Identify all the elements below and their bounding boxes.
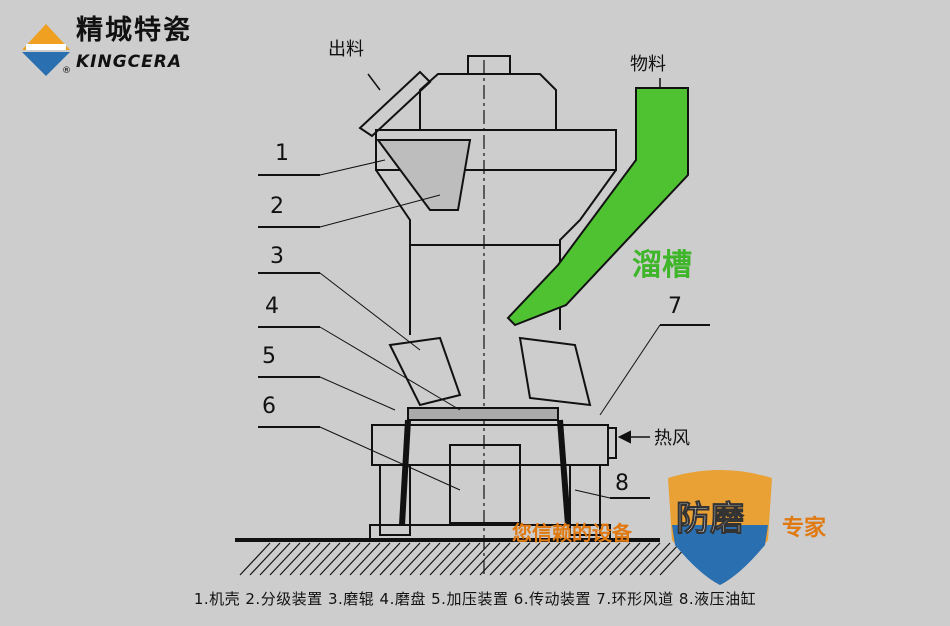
ground-hatch-line (559, 542, 591, 576)
label-material: 物料 (630, 54, 666, 75)
top-housing (419, 73, 557, 131)
ground-hatch-line (529, 542, 561, 576)
label-6: 6 (262, 394, 276, 419)
roller-right (518, 336, 592, 407)
ground-hatch-line (369, 542, 401, 576)
air-ring (371, 424, 609, 466)
label-chute: 溜槽 (632, 248, 692, 283)
ground-hatch-line (619, 542, 651, 576)
label-7: 7 (668, 294, 682, 319)
logo-name-en: KINGCERA (76, 52, 183, 72)
ground-hatch-line (509, 542, 541, 576)
base (369, 524, 611, 540)
gearbox (449, 444, 521, 524)
ground-hatch-line (659, 542, 691, 576)
label-3: 3 (270, 244, 284, 269)
label-1: 1 (275, 141, 289, 166)
ground-hatch-line (629, 542, 661, 576)
watermark-suffix: 专家 (782, 515, 827, 541)
ground-hatch-line (649, 542, 681, 576)
watermark-shield-text: 防磨 (676, 499, 744, 539)
ground-hatch-line (349, 542, 381, 576)
ground-hatch-line (479, 542, 511, 576)
ground-hatch-line (639, 542, 671, 576)
ground-hatch-line (269, 542, 301, 576)
ground-hatch-line (569, 542, 601, 576)
legend-caption: 1.机壳 2.分级装置 3.磨辊 4.磨盘 5.加压装置 6.传动装置 7.环形… (193, 590, 757, 608)
ground-hatch-line (309, 542, 341, 576)
cylinder-right (557, 419, 571, 526)
casing-right (559, 169, 617, 330)
shield-icon (668, 470, 772, 585)
ground-hatch-line (419, 542, 451, 576)
ground-hatch-line (249, 542, 281, 576)
logo-name-cn: 精城特瓷 (76, 15, 192, 46)
ground-hatch-line (299, 542, 331, 576)
grinding-table (407, 407, 559, 421)
ground-hatch-line (499, 542, 531, 576)
classifier-housing (375, 129, 617, 171)
ground-hatch-line (519, 542, 551, 576)
label-2: 2 (270, 194, 284, 219)
watermark-prefix: 您信赖的设备 (512, 521, 633, 545)
ground-hatch-line (439, 542, 471, 576)
label-4: 4 (265, 294, 279, 319)
ground-hatch-line (459, 542, 491, 576)
ground-hatch-line (289, 542, 321, 576)
ground-hatch-line (409, 542, 441, 576)
ground-hatch-line (589, 542, 621, 576)
ground-hatch-line (469, 542, 501, 576)
label-5: 5 (262, 344, 276, 369)
cylinder-left (399, 419, 411, 526)
ground-hatch-line (449, 542, 481, 576)
classifier (376, 139, 472, 211)
motor (467, 55, 511, 75)
ground-hatch-line (379, 542, 411, 576)
ground-hatch-line (389, 542, 421, 576)
ground-hatch-line (319, 542, 351, 576)
ground-hatch-line (539, 542, 571, 576)
ground-hatch-line (609, 542, 641, 576)
ground-hatch-line (579, 542, 611, 576)
ground-hatch-line (329, 542, 361, 576)
ground-hatch-line (489, 542, 521, 576)
ground-hatch-line (259, 542, 291, 576)
ground-hatch-line (339, 542, 371, 576)
outlet-pipe (358, 70, 432, 138)
roller-left (388, 336, 462, 407)
ground-hatch-line (599, 542, 631, 576)
ground-hatch-line (429, 542, 461, 576)
casing-left (375, 169, 411, 335)
label-outlet: 出料 (328, 39, 364, 60)
label-8: 8 (615, 471, 629, 496)
ground-hatch-line (549, 542, 581, 576)
ground-hatch (239, 542, 691, 576)
ground-hatch-line (279, 542, 311, 576)
ground-hatch-line (239, 542, 271, 576)
chute (506, 87, 689, 327)
ground-hatch-line (399, 542, 431, 576)
label-hot-air: 热风 (654, 428, 690, 449)
registered-mark: ® (62, 66, 71, 76)
ground-hatch-line (359, 542, 391, 576)
kingcera-logo-icon (22, 24, 70, 76)
